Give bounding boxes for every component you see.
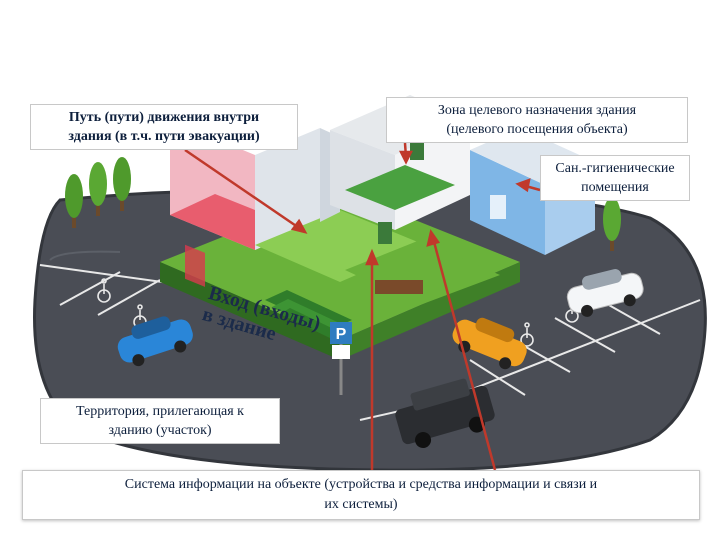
callout-sanitary-rooms-line2: помещения [581, 180, 649, 195]
callout-interior-paths-line1: Путь (пути) движения внутри [68, 110, 260, 125]
car-icon [452, 317, 527, 370]
callout-sanitary-rooms-line1: Сан.-гигиенические [555, 161, 675, 176]
callout-target-zone-line2: (целевого посещения объекта) [446, 122, 628, 137]
tree-icon [65, 174, 83, 228]
trees [65, 157, 621, 251]
callout-territory-line2: зданию (участок) [108, 423, 212, 438]
car-icon [395, 378, 495, 449]
car-icon [566, 269, 644, 317]
callout-territory-line1: Территория, прилегающая к [76, 404, 244, 419]
wheelchair-icon [520, 322, 534, 347]
callout-sanitary-rooms: Сан.-гигиенические помещения [540, 155, 690, 201]
callout-interior-paths-line2: здания (в т.ч. пути эвакуации) [68, 129, 260, 144]
callout-interior-paths: Путь (пути) движения внутри здания (в т.… [30, 104, 298, 150]
tree-icon [89, 162, 107, 216]
callout-information-system: Система информации на объекте (устройств… [22, 470, 700, 520]
arrow-icon [184, 148, 306, 234]
arrows [184, 142, 541, 471]
callout-information-system-line2: их системы) [324, 497, 398, 512]
callout-target-zone-line1: Зона целевого назначения здания [437, 103, 637, 118]
wheelchair-icon [97, 278, 111, 303]
car-icon [117, 316, 193, 367]
entrance-stairs [265, 290, 352, 340]
parking-sign-icon: P [330, 322, 352, 395]
callout-target-zone: Зона целевого назначения здания (целевог… [386, 97, 688, 143]
svg-text:P: P [336, 326, 347, 343]
tree-icon [603, 197, 621, 251]
callout-territory: Территория, прилегающая к зданию (участо… [40, 398, 280, 444]
callout-information-system-line1: Система информации на объекте (устройств… [124, 477, 598, 492]
arrow-icon [431, 237, 497, 471]
tree-icon [113, 157, 131, 211]
